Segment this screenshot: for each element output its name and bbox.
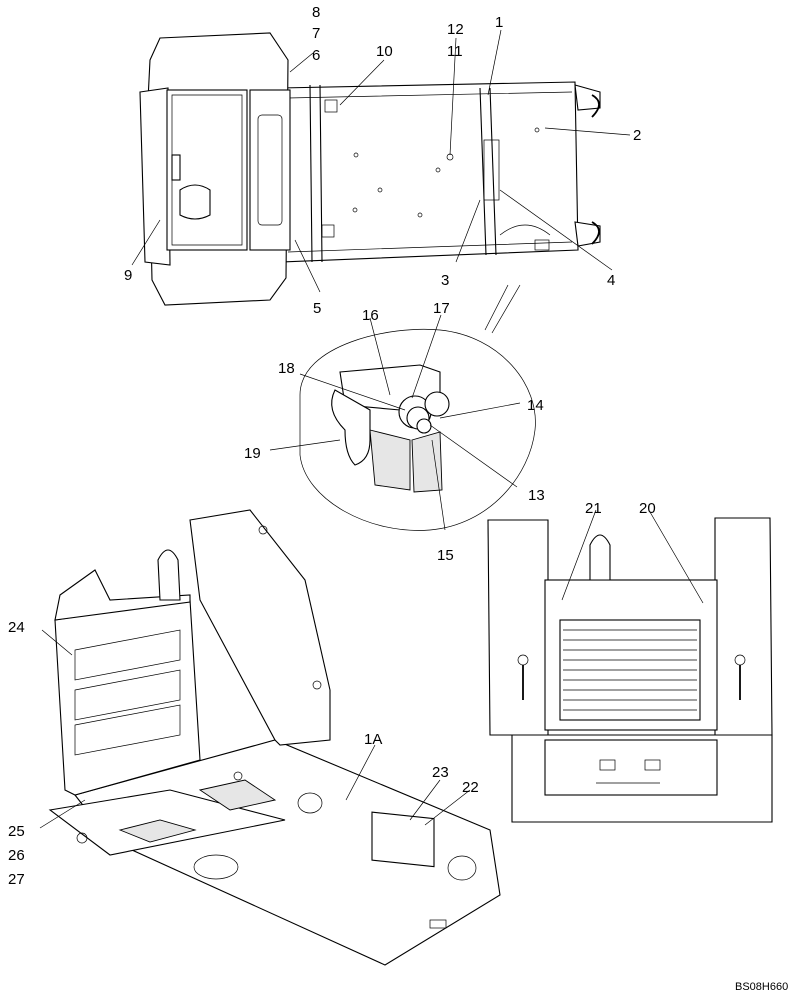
callout-19: 19	[244, 445, 261, 462]
callout-11: 11	[447, 43, 463, 60]
isometric-chassis-view	[39, 509, 501, 966]
callout-6: 6	[312, 47, 320, 64]
callout-9: 9	[124, 267, 132, 284]
callout-1: 1	[495, 14, 503, 31]
callout-3: 3	[441, 272, 449, 289]
callout-2: 2	[633, 127, 641, 144]
callout-20: 20	[639, 500, 656, 517]
callout-12: 12	[447, 21, 464, 38]
callout-21: 21	[585, 500, 602, 517]
callout-8: 8	[312, 4, 320, 21]
callout-1a: 1A	[364, 731, 382, 748]
callout-27: 27	[8, 871, 25, 888]
top-view-leaders	[131, 29, 631, 293]
frame-top-view	[139, 32, 601, 306]
callout-15: 15	[437, 547, 454, 564]
callout-14: 14	[527, 397, 544, 414]
rear-view	[487, 509, 773, 823]
callout-5: 5	[313, 300, 321, 317]
callout-18: 18	[278, 360, 295, 377]
callout-13: 13	[528, 487, 545, 504]
detail-hitch-view	[269, 284, 536, 531]
callout-25: 25	[8, 823, 25, 840]
drawing-code: BS08H660	[735, 981, 788, 993]
callout-10: 10	[376, 43, 393, 60]
callout-16: 16	[362, 307, 379, 324]
callout-7: 7	[312, 25, 320, 42]
callout-23: 23	[432, 764, 449, 781]
callout-22: 22	[462, 779, 479, 796]
callout-4: 4	[607, 272, 615, 289]
callout-24: 24	[8, 619, 25, 636]
callout-17: 17	[433, 300, 450, 317]
callout-26: 26	[8, 847, 25, 864]
